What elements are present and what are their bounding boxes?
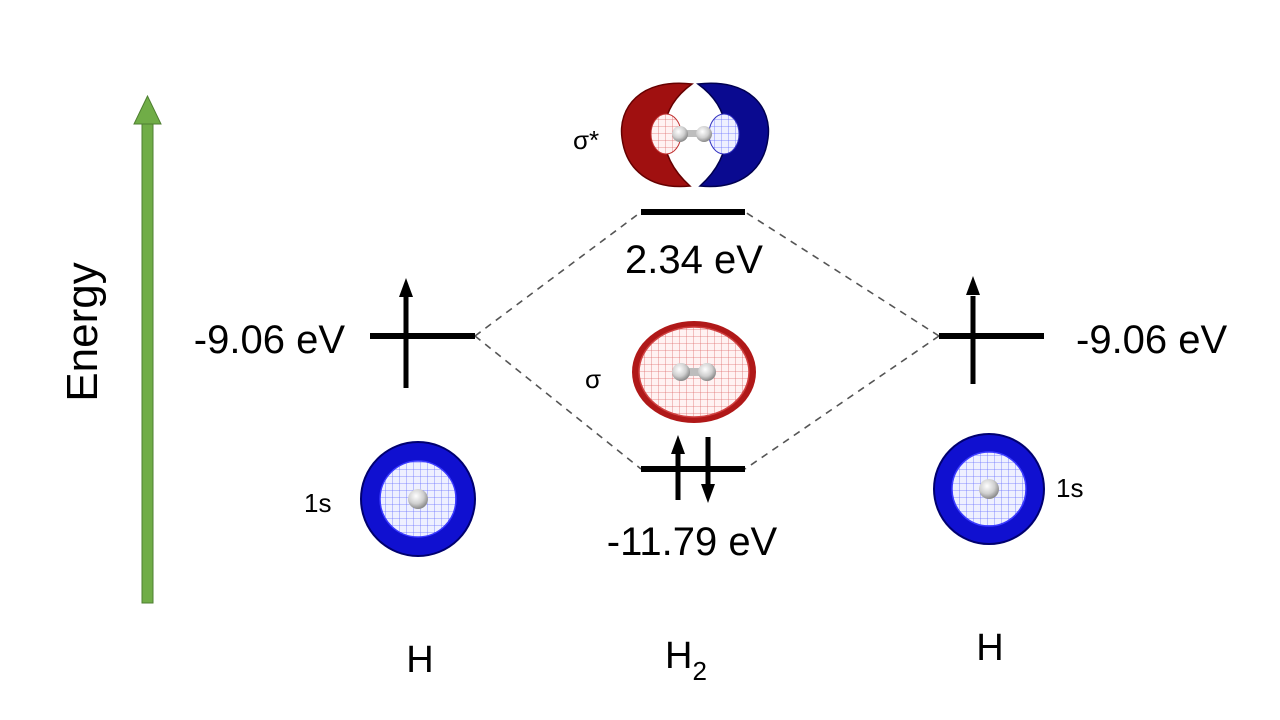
- right-atom-level: -9.06 eV: [939, 276, 1228, 384]
- energy-axis: Energy: [58, 94, 162, 604]
- right-atom-label: H: [976, 627, 1003, 669]
- right-1s-orbital-image: [933, 433, 1045, 545]
- molecule-label-subscript: 2: [692, 656, 706, 686]
- antibonding-symbol: σ*: [573, 125, 599, 155]
- bonding-symbol: σ: [585, 364, 601, 394]
- bonding-energy-label: -11.79 eV: [607, 520, 778, 564]
- right-energy-label: -9.06 eV: [1076, 318, 1228, 362]
- electron-down-arrow: [701, 437, 715, 503]
- connector-left-to-bonding: [474, 335, 642, 470]
- molecule-label: H2: [665, 635, 707, 686]
- connector-right-to-bonding: [744, 335, 940, 470]
- antibonding-energy-label: 2.34 eV: [625, 238, 763, 282]
- left-1s-orbital-image: [360, 441, 476, 557]
- left-energy-label: -9.06 eV: [194, 318, 346, 362]
- antibonding-orbital-image: [620, 82, 770, 188]
- left-atom-label: H: [406, 639, 433, 681]
- right-orbital-label: 1s: [1056, 473, 1083, 503]
- left-orbital-label: 1s: [304, 488, 331, 518]
- electron-up-arrow: [966, 276, 980, 384]
- antibonding-level: 2.34 eV σ*: [573, 125, 763, 282]
- electron-up-arrow: [671, 435, 685, 500]
- electron-up-arrow: [399, 278, 413, 388]
- energy-axis-shaft: [141, 121, 154, 604]
- molecule-label-base: H: [665, 635, 692, 677]
- bonding-orbital-image: [632, 321, 756, 423]
- correlation-lines: [474, 211, 940, 470]
- connector-right-to-antibonding: [744, 211, 940, 337]
- connector-left-to-antibonding: [474, 211, 642, 337]
- bonding-level: -11.79 eV σ: [585, 364, 778, 564]
- left-atom-level: -9.06 eV: [194, 278, 475, 388]
- energy-axis-label: Energy: [58, 262, 107, 401]
- energy-axis-arrowhead: [133, 94, 162, 125]
